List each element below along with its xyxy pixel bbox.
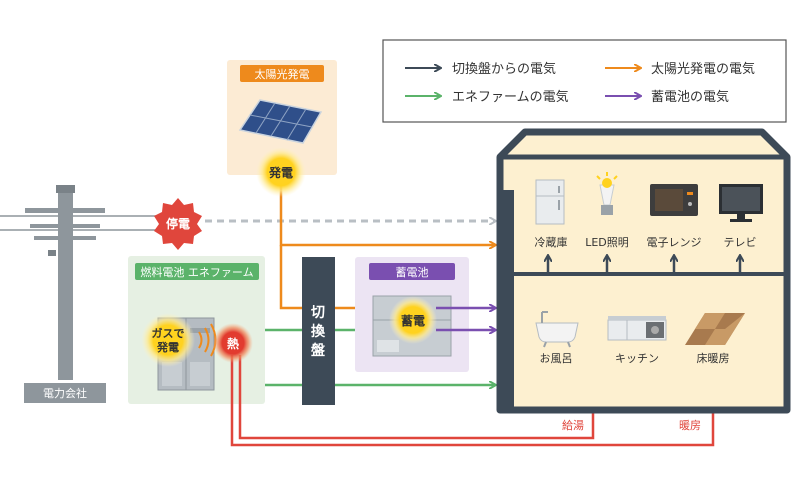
power-company-label: 電力会社 [43,386,87,400]
house-distribution-lines [548,256,740,274]
kitchen-icon [607,316,667,341]
legend-label-solar: 太陽光発電の電気 [651,61,755,77]
solar-box: 太陽光発電 [227,60,337,175]
hot-water-label: 給湯 [562,418,584,432]
solar-generation-badge: 発電 [256,147,306,197]
heat-use-label-kitchen: キッチン [615,352,659,365]
microwave-icon [650,184,698,216]
battery-badge-label: 蓄電 [401,313,425,328]
bathtub-icon [535,311,579,348]
hot-water-pipe-line [238,355,595,440]
battery-storage-badge: 蓄電 [389,296,437,344]
legend-label-battery: 蓄電池の電気 [651,89,729,105]
appliance-label-led: LED照明 [585,236,629,249]
switchboard-label-3: 盤 [311,342,326,359]
heat-badge: 熱 [213,323,253,363]
appliance-label-microwave: 電子レンジ [647,236,702,249]
house [496,128,791,414]
appliance-label-refrigerator: 冷蔵庫 [535,235,568,249]
solar-panel-icon [238,99,323,144]
floor-heating-icon [685,313,745,345]
battery-title: 蓄電池 [396,266,429,279]
heat-use-label-bath: お風呂 [540,352,573,365]
gas-generation-badge: ガスで 発電 [141,313,195,367]
gas-badge-line-1: ガスで [152,326,185,340]
utility-pole-icon [0,185,160,380]
switchboard-label-1: 切 [311,305,325,321]
power-company-label-box [24,383,106,403]
outage-badge: 停電 [154,198,202,250]
legend: 切換盤からの電気 太陽光発電の電気 エネファームの電気 蓄電池の電気 [382,39,787,123]
gas-badge-line-2: 発電 [156,340,179,354]
solar-to-house-line [279,185,495,245]
appliance-label-tv: テレビ [724,236,757,249]
solar-to-battery-line [279,245,385,308]
outage-label: 停電 [166,216,190,231]
heat-use-label-floor-heating: 床暖房 [697,351,730,365]
led-bulb-icon [596,172,618,215]
legend-label-switchboard: 切換盤からの電気 [452,61,556,77]
switchboard-label-2: 換 [311,323,326,340]
heat-badge-label: 熱 [227,336,239,351]
solar-badge-label: 発電 [268,165,293,180]
heating-label: 暖房 [679,419,701,432]
enefarm-title: 燃料電池 エネファーム [140,265,253,279]
solar-title: 太陽光発電 [255,67,310,81]
refrigerator-icon [535,179,565,225]
legend-label-enefarm: エネファームの電気 [452,89,569,105]
switchboard: 切 換 盤 [302,257,335,405]
television-icon [719,184,763,222]
